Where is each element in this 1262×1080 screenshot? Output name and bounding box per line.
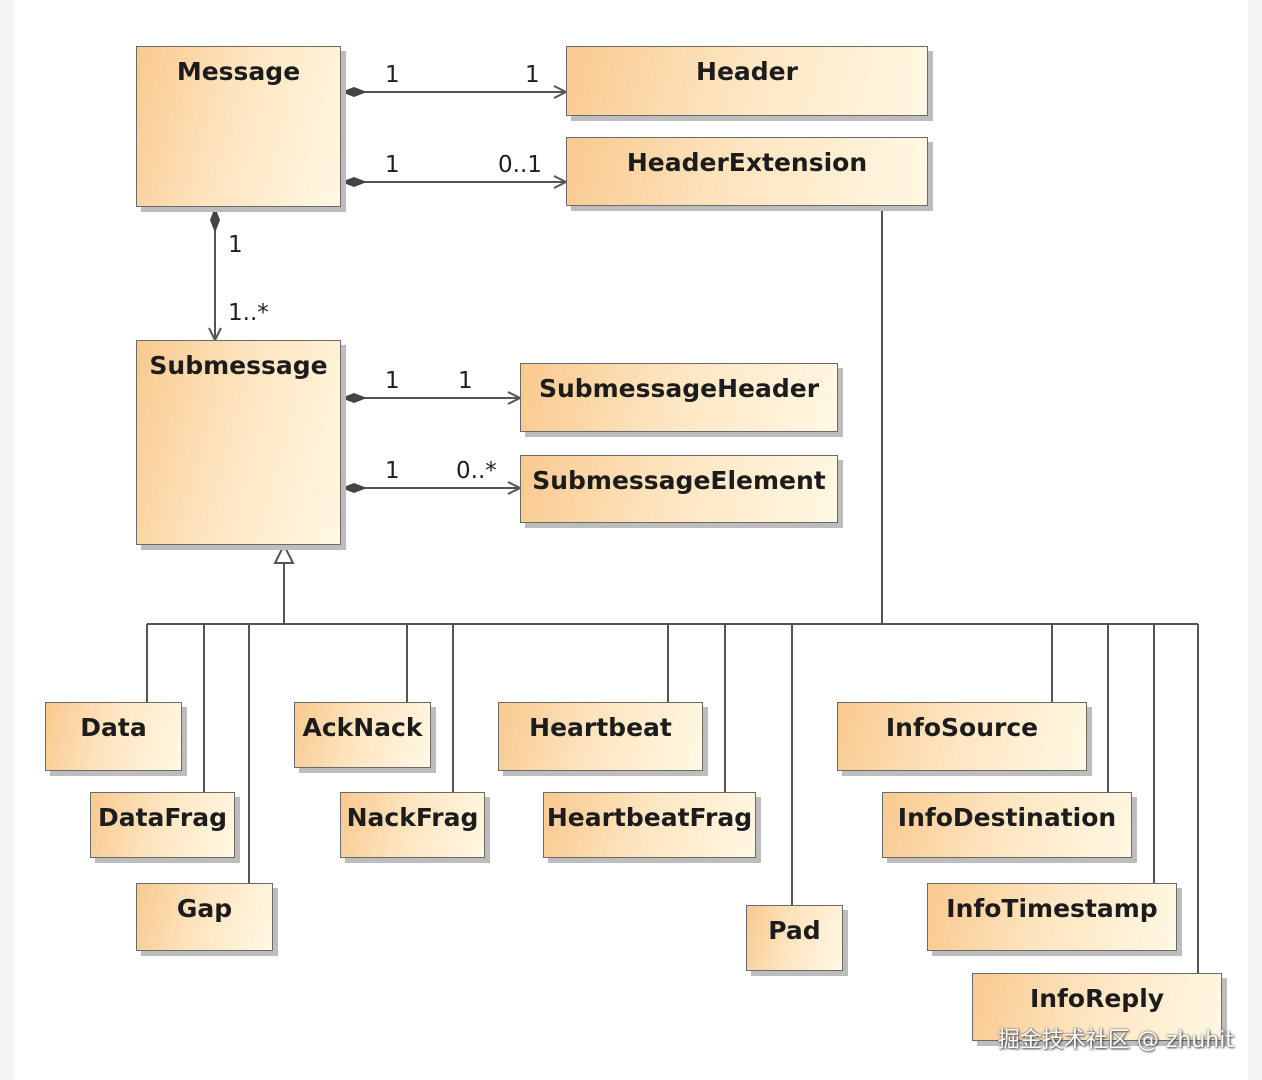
class-name: Header — [696, 57, 798, 86]
class-info-destination[interactable]: InfoDestination — [882, 792, 1132, 858]
class-heartbeat-frag[interactable]: HeartbeatFrag — [543, 792, 756, 858]
class-name: AckNack — [302, 713, 423, 742]
left-edge-band — [0, 0, 14, 1080]
class-header[interactable]: Header — [566, 46, 928, 116]
composition-diamond-icon — [210, 207, 220, 233]
class-name: Data — [80, 713, 147, 742]
multiplicity-label: 1 — [385, 152, 400, 178]
class-info-reply[interactable]: InfoReply — [972, 973, 1222, 1041]
class-name: Gap — [176, 894, 233, 923]
class-message[interactable]: Message — [136, 46, 341, 207]
multiplicity-label: 1..* — [228, 300, 269, 326]
multiplicity-label: 1 — [525, 62, 540, 88]
class-submessage-element[interactable]: SubmessageElement — [520, 455, 838, 523]
watermark: 掘金技术社区 @ zhuhit — [997, 1028, 1234, 1053]
class-submessage-header[interactable]: SubmessageHeader — [520, 363, 838, 432]
inheritance-triangle-icon — [273, 542, 295, 564]
class-name: HeaderExtension — [626, 148, 868, 177]
class-header-extension[interactable]: HeaderExtension — [566, 137, 928, 206]
class-nack-frag[interactable]: NackFrag — [340, 792, 485, 858]
class-name: InfoTimestamp — [946, 894, 1158, 923]
class-pad[interactable]: Pad — [746, 905, 843, 971]
multiplicity-label: 0..* — [456, 458, 497, 484]
class-name: SubmessageHeader — [538, 374, 820, 403]
multiplicity-label: 1 — [385, 368, 400, 394]
class-name: Submessage — [149, 351, 328, 380]
class-info-source[interactable]: InfoSource — [837, 702, 1087, 771]
multiplicity-label: 0..1 — [498, 152, 542, 178]
class-ack-nack[interactable]: AckNack — [294, 702, 431, 768]
class-data[interactable]: Data — [45, 702, 182, 771]
multiplicity-label: 1 — [385, 62, 400, 88]
class-name: Pad — [768, 916, 821, 945]
composition-diamond-icon — [341, 393, 367, 403]
multiplicity-label: 1 — [458, 368, 473, 394]
composition-diamond-icon — [341, 87, 367, 97]
class-name: Heartbeat — [529, 713, 672, 742]
multiplicity-label: 1 — [228, 232, 243, 258]
class-info-timestamp[interactable]: InfoTimestamp — [927, 883, 1177, 951]
class-name: SubmessageElement — [532, 466, 826, 495]
class-heartbeat[interactable]: Heartbeat — [498, 702, 703, 771]
class-gap[interactable]: Gap — [136, 883, 273, 951]
class-name: HeartbeatFrag — [546, 803, 753, 832]
class-name: DataFrag — [97, 803, 228, 832]
class-name: Message — [176, 57, 301, 86]
composition-diamond-icon — [341, 177, 367, 187]
class-name: InfoDestination — [897, 803, 1117, 832]
class-name: InfoSource — [885, 713, 1039, 742]
class-name: NackFrag — [346, 803, 479, 832]
class-name: InfoReply — [1029, 984, 1165, 1013]
right-edge-band — [1248, 0, 1262, 1080]
composition-diamond-icon — [341, 483, 367, 493]
class-data-frag[interactable]: DataFrag — [90, 792, 235, 858]
multiplicity-label: 1 — [385, 458, 400, 484]
class-submessage[interactable]: Submessage — [136, 340, 341, 545]
